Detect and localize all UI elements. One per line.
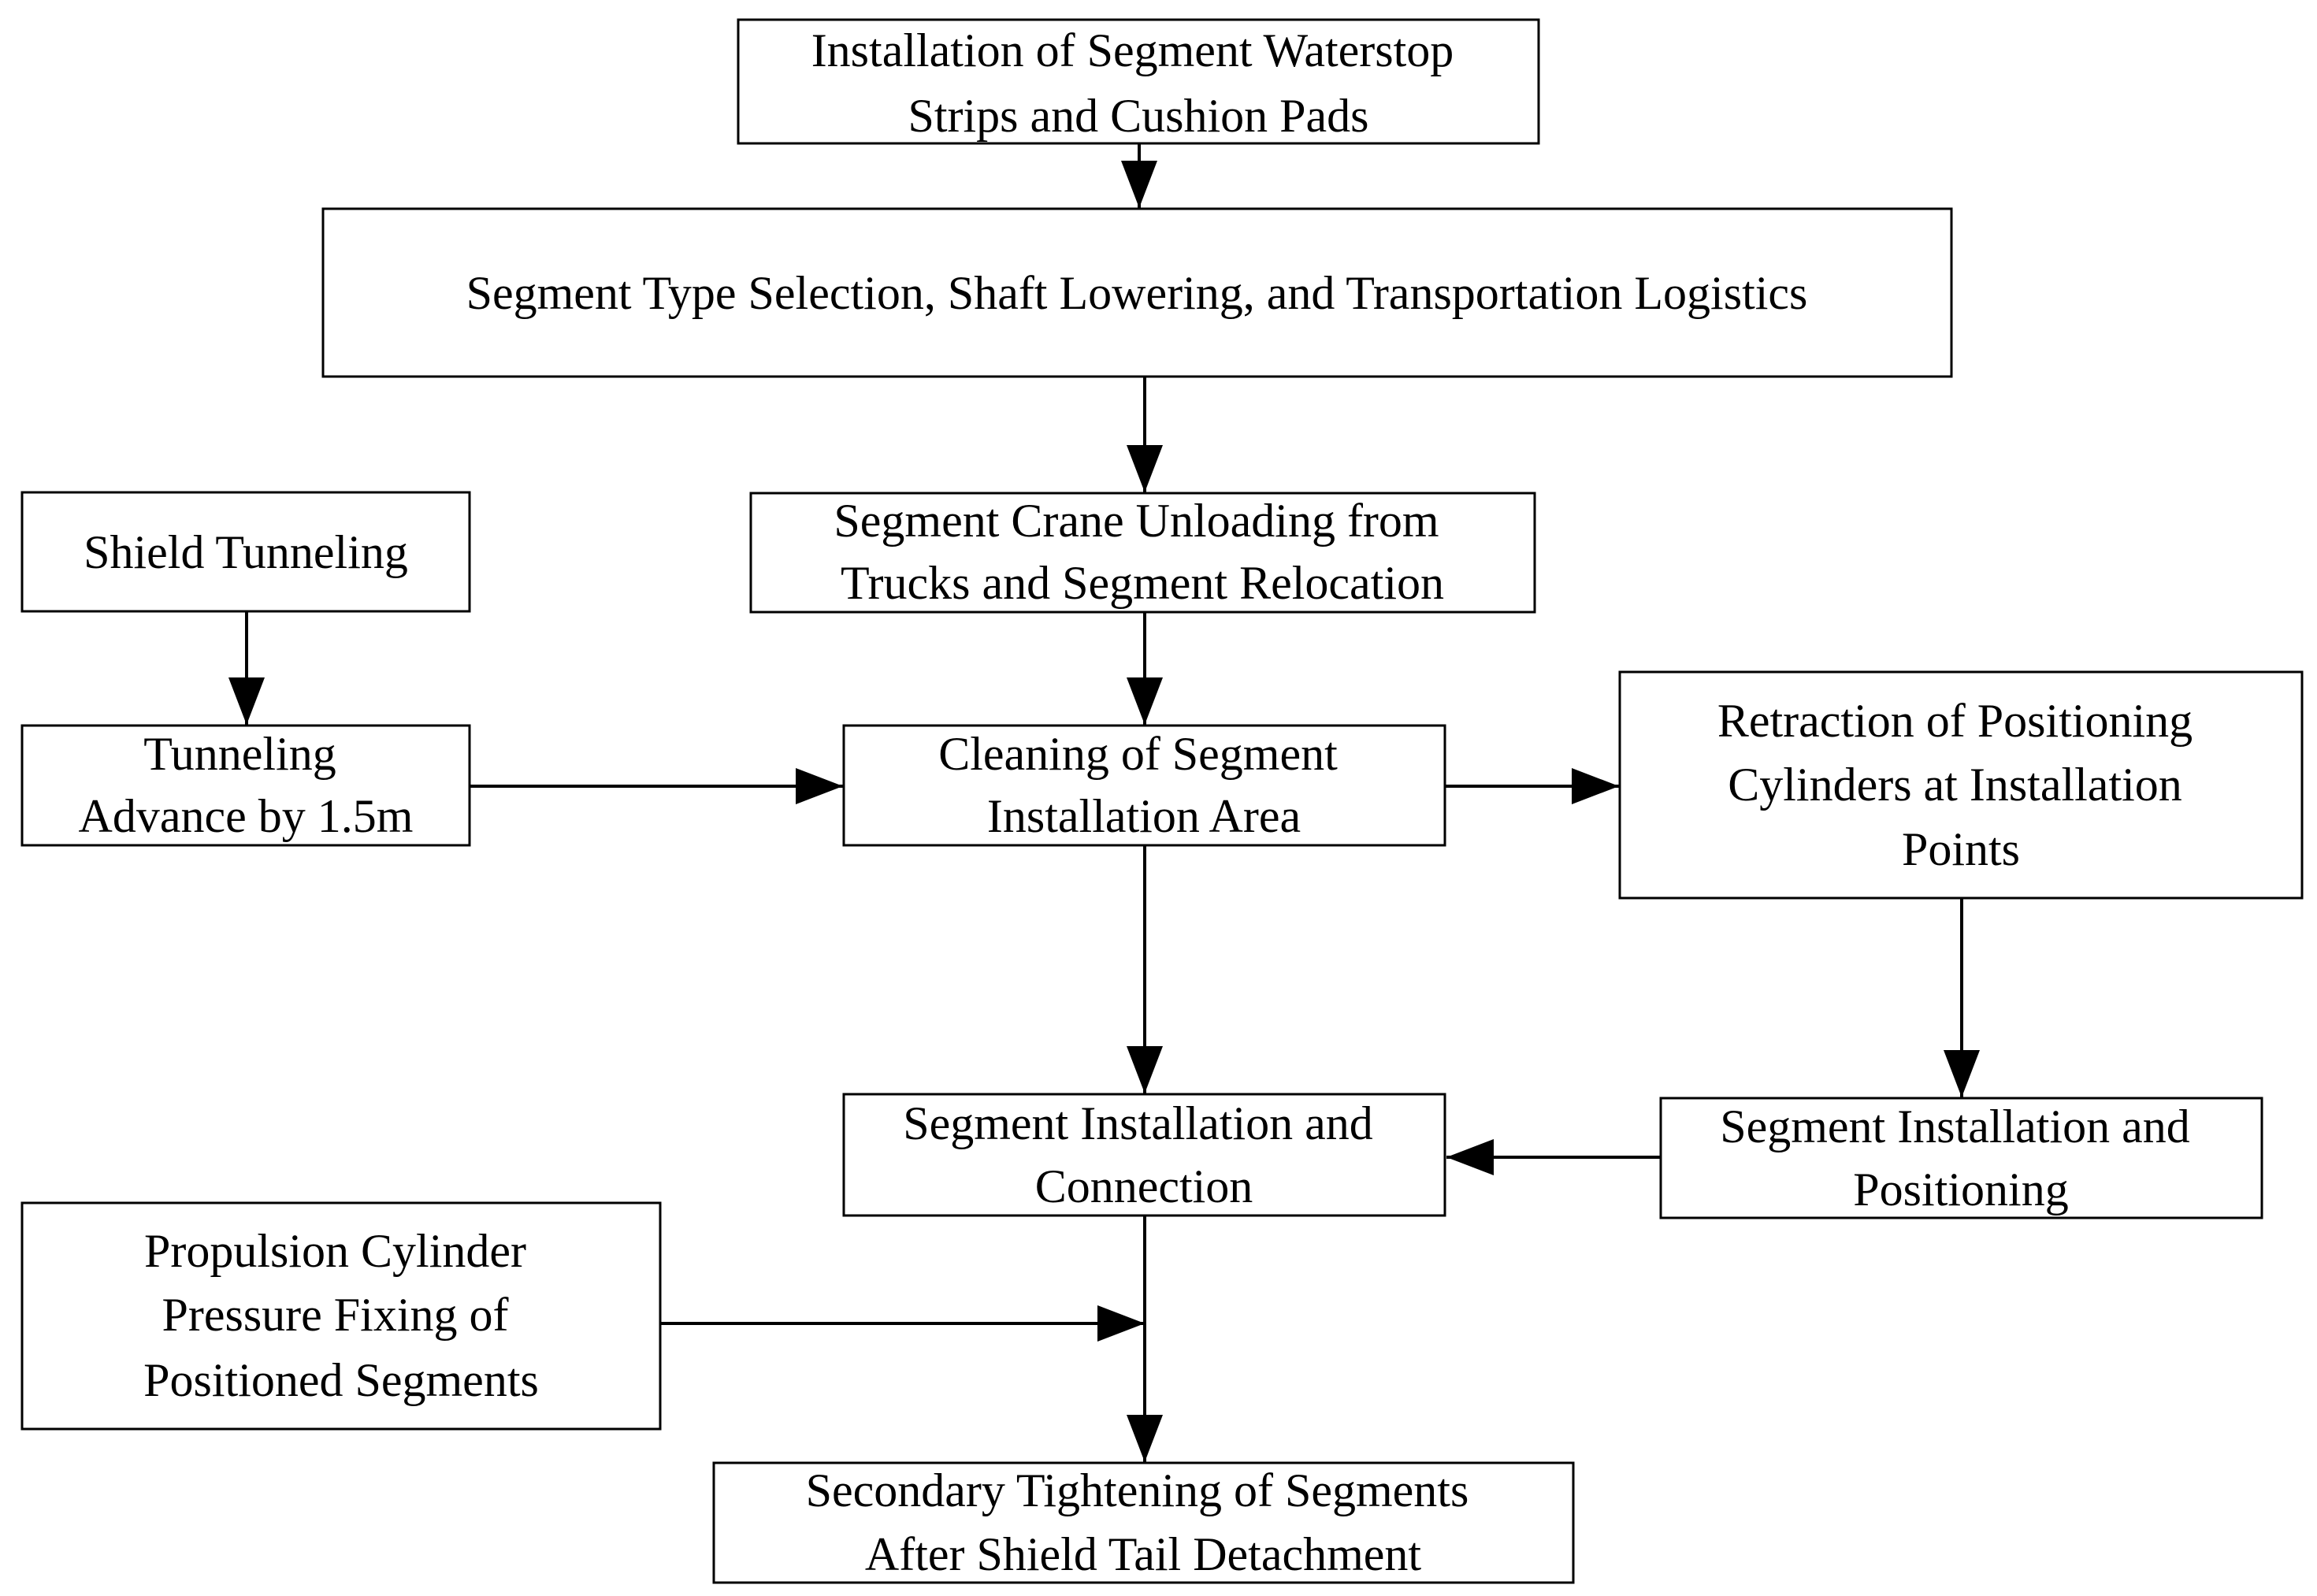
node-label-line: Connection — [1035, 1160, 1253, 1212]
node-label-line: Segment Installation and — [903, 1097, 1373, 1149]
svg-text:Cleaning of Segment In: Cleaning of Segment Installation Area — [938, 728, 1350, 842]
node-label-line: Propulsion Cylinder — [144, 1225, 526, 1277]
node-label-line: Installation of Segment Waterstop — [811, 24, 1454, 76]
node-label-line: Shield Tunneling — [84, 526, 408, 578]
svg-text:Segment Type Selection, Shaft: Segment Type Selection, Shaft Lowering, … — [466, 267, 1808, 319]
flow-arrows — [228, 143, 1980, 1462]
svg-text:Segment Installation and: Segment Installation and Positioning — [1720, 1100, 2202, 1216]
node-tunneling-advance: Tunneling Advance by 1.5m — [20, 724, 471, 847]
node-installation-positioning: Segment Installation and Positioning — [1659, 1097, 2263, 1219]
node-label-line: Points — [1902, 823, 2020, 875]
node-label-line: Positioned Segments — [143, 1354, 539, 1406]
node-installation-connection: Segment Installation and Connection — [842, 1093, 1446, 1217]
node-label-line: Strips and Cushion Pads — [908, 90, 1368, 142]
node-waterstop-installation: Installation of Segment Waterstop Strips… — [737, 18, 1540, 145]
node-label-line: Positioning — [1853, 1164, 2068, 1216]
svg-text:Tunneling Advance by 1: Tunneling Advance by 1.5m — [79, 728, 414, 842]
node-label-line: Segment Type Selection, Shaft Lowering, … — [466, 267, 1808, 319]
node-label-line: Cylinders at Installation — [1728, 759, 2182, 811]
node-label-line: Installation Area — [987, 790, 1301, 842]
svg-text:Installation of Segment Waters: Installation of Segment Waterstop Strips… — [811, 24, 1466, 142]
svg-text:Propulsion Cylinder Pr: Propulsion Cylinder Pressure Fixing of P… — [143, 1225, 539, 1406]
node-crane-unloading: Segment Crane Unloading from Trucks and … — [749, 492, 1536, 614]
node-retraction: Retraction of Positioning Cylinders at I… — [1618, 670, 2304, 900]
node-shield-tunneling: Shield Tunneling — [20, 491, 471, 613]
svg-text:Shield Tunneling: Shield Tunneling — [84, 526, 408, 578]
node-label-line: Advance by 1.5m — [79, 790, 414, 842]
svg-text:Secondary Tightening of Segmen: Secondary Tightening of Segments After S… — [806, 1464, 1481, 1580]
node-propulsion: Propulsion Cylinder Pressure Fixing of P… — [20, 1201, 662, 1431]
flow-nodes: Installation of Segment Waterstop Strips… — [20, 18, 2304, 1584]
node-secondary-tightening: Secondary Tightening of Segments After S… — [712, 1461, 1575, 1584]
node-label-line: After Shield Tail Detachment — [865, 1528, 1421, 1580]
node-label-line: Tunneling — [143, 728, 336, 780]
node-label-line: Cleaning of Segment — [938, 728, 1338, 780]
svg-text:Segment Installation and: Segment Installation and Connection — [903, 1097, 1385, 1212]
node-label-line: Trucks and Segment Relocation — [841, 557, 1444, 609]
node-label-line: Retraction of Positioning — [1717, 695, 2193, 747]
svg-text:Retraction of Positioning: Retraction of Positioning Cylinders at I… — [1717, 695, 2204, 875]
node-cleaning: Cleaning of Segment Installation Area — [842, 724, 1446, 847]
node-type-selection: Segment Type Selection, Shaft Lowering, … — [321, 207, 1953, 378]
svg-text:Segment Crane Unloading from: Segment Crane Unloading from Trucks and … — [834, 495, 1450, 609]
node-label-line: Pressure Fixing of — [162, 1289, 509, 1341]
node-label-line: Segment Crane Unloading from — [834, 495, 1439, 547]
node-label-line: Segment Installation and — [1720, 1100, 2190, 1152]
node-label-line: Secondary Tightening of Segments — [806, 1464, 1469, 1516]
